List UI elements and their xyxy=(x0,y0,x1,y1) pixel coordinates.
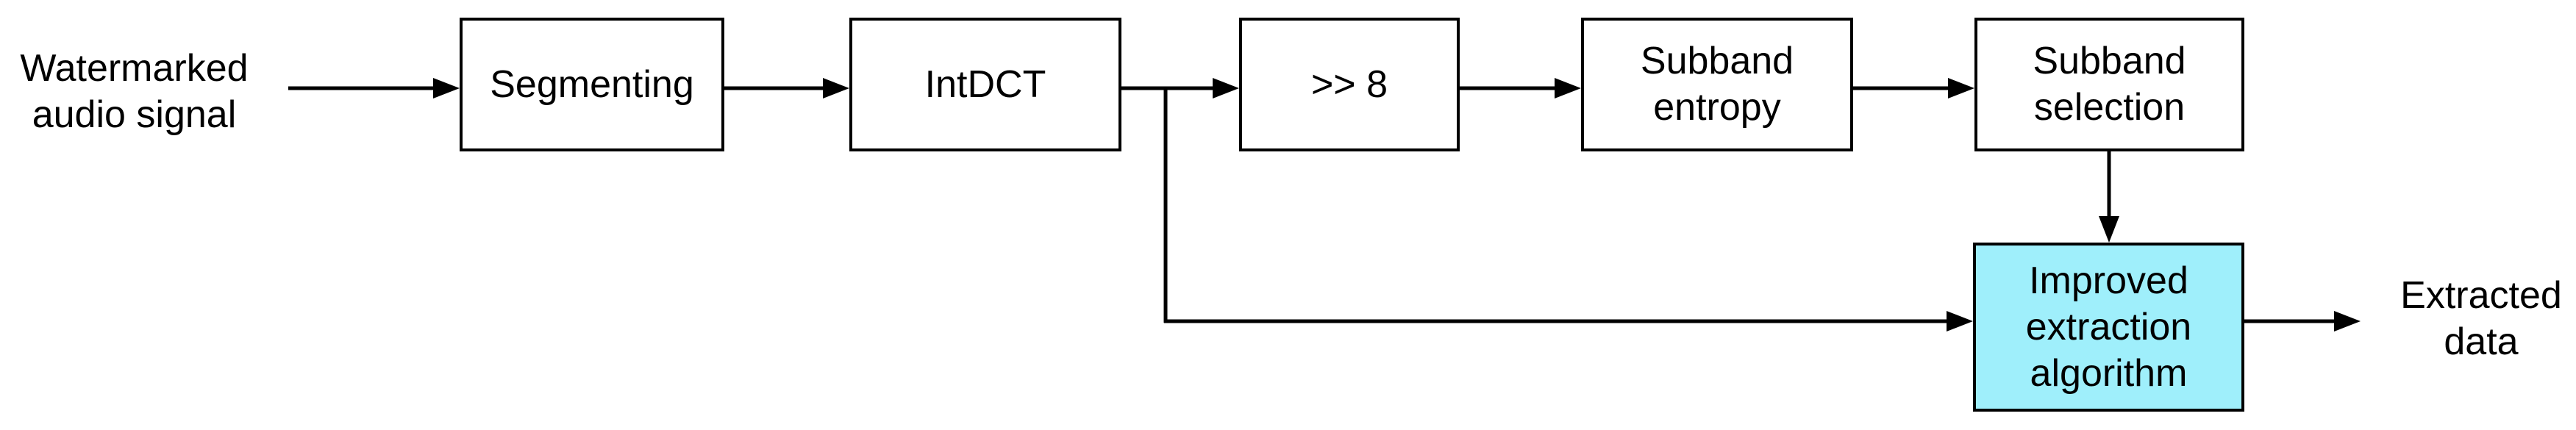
box-segmenting: Segmenting xyxy=(460,18,724,151)
label-watermarked-audio-signal: Watermarked audio signal xyxy=(20,47,249,136)
connector-intdct-to-shift xyxy=(1120,78,1239,98)
arrowhead-icon xyxy=(2334,311,2361,332)
box-segmenting-label: Segmenting xyxy=(490,62,694,106)
connector-improved-to-output xyxy=(2243,311,2361,332)
box-intdct: IntDCT xyxy=(849,18,1121,151)
connector-input-to-segmenting xyxy=(288,78,460,98)
box-subband-selection-label: Subband selection xyxy=(2033,40,2186,129)
box-intdct-label: IntDCT xyxy=(924,62,1046,106)
arrowhead-icon xyxy=(433,78,460,98)
connector-subband-selection-to-improved xyxy=(2099,150,2119,243)
connector-shift-to-subband-entropy xyxy=(1458,78,1581,98)
box-subband-selection: Subband selection xyxy=(1974,18,2244,151)
label-extracted-data: Extracted data xyxy=(2400,274,2562,363)
box-subband-entropy-label: Subband entropy xyxy=(1640,40,1794,129)
arrowhead-icon xyxy=(1947,311,1973,332)
box-improved-extraction-algorithm: Improved extraction algorithm xyxy=(1973,243,2244,412)
arrowhead-icon xyxy=(1555,78,1581,98)
connector-subband-entropy-to-subband-selection xyxy=(1852,78,1974,98)
connector-intdct-bypass-to-improved xyxy=(1163,88,1973,332)
arrowhead-icon xyxy=(2099,216,2119,243)
arrowhead-icon xyxy=(823,78,849,98)
box-right-shift-8-label: >> 8 xyxy=(1310,62,1388,106)
box-subband-entropy: Subband entropy xyxy=(1581,18,1853,151)
box-improved-extraction-algorithm-label: Improved extraction algorithm xyxy=(2025,259,2192,395)
box-right-shift-8: >> 8 xyxy=(1239,18,1460,151)
arrowhead-icon xyxy=(1213,78,1239,98)
connector-segmenting-to-intdct xyxy=(723,78,849,98)
arrowhead-icon xyxy=(1948,78,1974,98)
